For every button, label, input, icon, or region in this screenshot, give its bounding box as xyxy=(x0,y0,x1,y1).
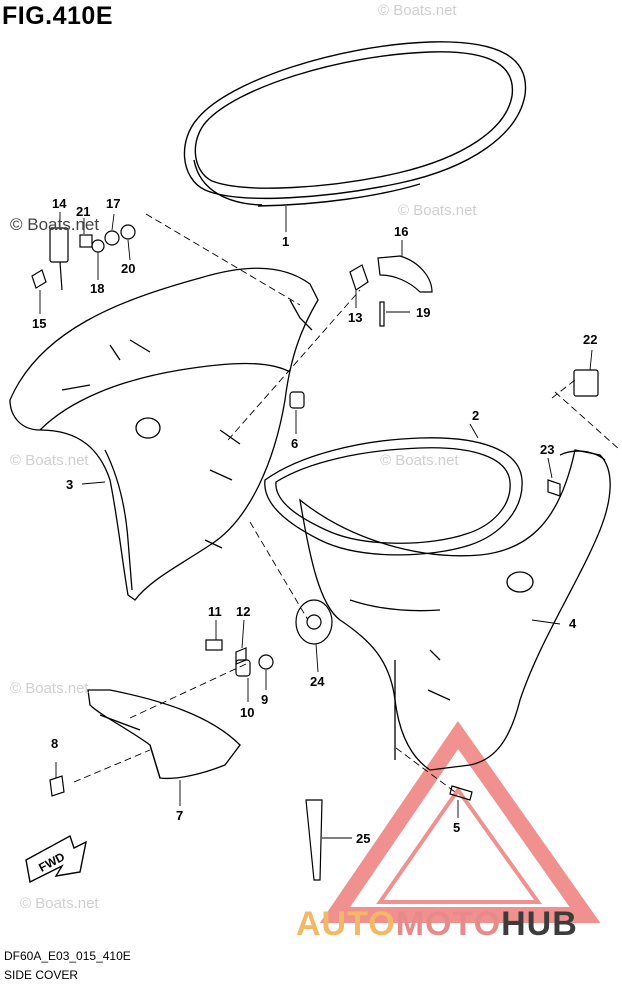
part-1-seal xyxy=(183,41,527,207)
callout-9: 9 xyxy=(261,692,268,707)
small-parts xyxy=(31,224,599,881)
callout-23: 23 xyxy=(540,442,554,457)
callout-labels: 1 2 3 4 5 6 7 8 9 10 11 12 13 14 15 16 1… xyxy=(32,196,597,846)
callout-19: 19 xyxy=(416,305,430,320)
part-9-washer xyxy=(258,654,274,670)
part-19-pin xyxy=(379,301,385,327)
part-23-bolt xyxy=(547,479,561,497)
part-17-bushing xyxy=(104,230,120,246)
callout-13: 13 xyxy=(348,310,362,325)
part-25-band xyxy=(305,799,323,881)
part-10-grommet xyxy=(235,659,251,677)
source-watermark: © Boats.net xyxy=(10,680,89,697)
callout-12: 12 xyxy=(236,604,250,619)
callout-2: 2 xyxy=(472,408,479,423)
brand-part-moto: MOTO xyxy=(395,905,502,943)
brand-part-hub: HUB xyxy=(501,905,578,943)
part-16-lever xyxy=(377,255,433,293)
part-3-side-cover xyxy=(9,267,319,601)
callout-5: 5 xyxy=(453,820,460,835)
brand-watermark: AUTOMOTOHUB xyxy=(296,905,578,944)
callout-22: 22 xyxy=(583,332,597,347)
figure-caption: SIDE COVER xyxy=(4,968,79,982)
brand-part-auto: AUTO xyxy=(296,905,396,943)
callout-6: 6 xyxy=(291,436,298,451)
callout-4: 4 xyxy=(569,616,577,631)
part-8-bolt xyxy=(49,775,65,797)
part-22-hook xyxy=(573,369,599,397)
source-watermark: © Boats.net xyxy=(10,452,89,469)
callout-10: 10 xyxy=(240,705,254,720)
callout-14: 14 xyxy=(52,196,67,211)
part-2-seal xyxy=(264,437,523,556)
fwd-arrow: FWD xyxy=(25,834,87,884)
part-24-grommet xyxy=(295,599,333,645)
callout-1: 1 xyxy=(282,234,289,249)
assembly-lines xyxy=(73,213,621,793)
part-20-bushing xyxy=(120,224,136,240)
part-15-nut xyxy=(31,269,47,289)
callout-3: 3 xyxy=(66,477,73,492)
figure-title: FIG.410E xyxy=(2,2,113,30)
triangle-watermark xyxy=(319,720,601,923)
source-watermark: © Boats.net xyxy=(10,215,100,234)
callout-15: 15 xyxy=(32,316,46,331)
callout-7: 7 xyxy=(176,808,183,823)
callout-24: 24 xyxy=(310,674,325,689)
part-21-collar xyxy=(79,234,93,248)
leader-lines xyxy=(39,206,593,839)
callout-16: 16 xyxy=(394,224,408,239)
callout-17: 17 xyxy=(106,196,120,211)
callout-11: 11 xyxy=(208,604,222,619)
part-4-side-cover xyxy=(299,449,611,771)
callout-18: 18 xyxy=(90,281,104,296)
part-12-screw xyxy=(235,647,247,665)
part-18-washer xyxy=(91,239,105,253)
callout-20: 20 xyxy=(121,261,135,276)
part-13-grommet xyxy=(349,264,369,291)
part-5-bolt xyxy=(449,785,473,801)
source-watermark: © Boats.net xyxy=(20,895,99,912)
source-watermark: © Boats.net xyxy=(398,202,477,219)
part-14-bracket xyxy=(49,227,69,263)
callout-25: 25 xyxy=(356,831,370,846)
callout-8: 8 xyxy=(51,736,58,751)
part-7-lower-cover xyxy=(87,689,241,780)
part-11-clip xyxy=(205,639,223,651)
source-watermark: © Boats.net xyxy=(380,452,459,469)
part-6-grommet xyxy=(289,391,305,409)
figure-code: DF60A_E03_015_410E xyxy=(4,949,131,963)
source-watermark: © Boats.net xyxy=(378,2,457,19)
callout-21: 21 xyxy=(76,204,90,219)
